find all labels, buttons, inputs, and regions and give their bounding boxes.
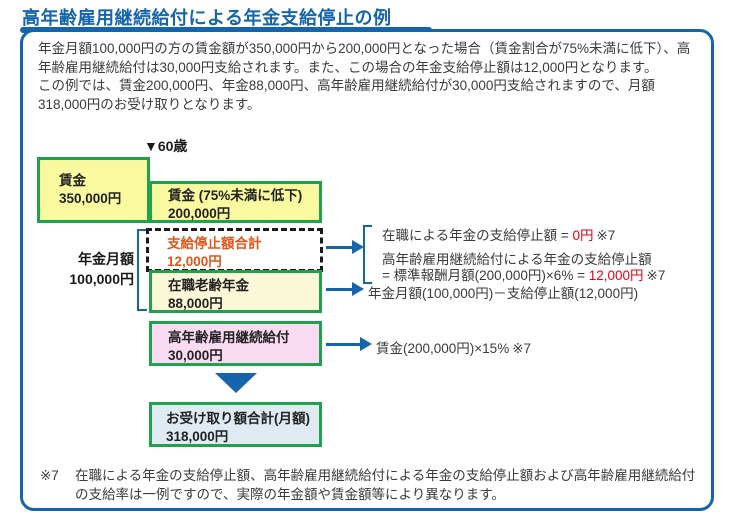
down-arrow-icon <box>215 373 257 393</box>
right-arrow-icon-working-pension <box>352 282 364 296</box>
annotation-benefit-suspension-line1: 高年齢雇用継続給付による年金の支給停止額 <box>382 252 652 267</box>
footnote: ※7 在職による年金の支給停止額、高年齢雇用継続給付による年金の支給停止額および… <box>40 467 700 504</box>
footnote-text: 在職による年金の支給停止額、高年齢雇用継続給付による年金の支給停止額および高年齢… <box>75 468 696 502</box>
right-arrow-icon-benefit <box>360 337 372 351</box>
footnote-ref-2: ※7 <box>646 268 666 283</box>
annotation-benefit-suspension-formula: = 標準報酬月額(200,000円)×6% = <box>382 268 589 283</box>
annotation-working-pension-calc: 年金月額(100,000円)－支給停止額(12,000円) <box>368 286 639 301</box>
age-60-marker: ▼60歳 <box>144 138 188 154</box>
continuation-benefit-box: 高年齢雇用継続給付 30,000円 <box>149 321 322 366</box>
annotation-benefit-calc: 賃金(200,000円)×15%※7 <box>376 337 531 357</box>
suspension-total-box: 支給停止額合計 12,000円 <box>146 228 323 272</box>
wage-after-box: 賃金 (75%未満に低下) 200,000円 <box>149 181 322 223</box>
annotation-working-suspension: 在職による年金の支給停止額 = 0円※7 <box>382 224 615 244</box>
right-arrow-icon-suspension <box>352 240 364 254</box>
arrow-line-suspension <box>326 246 354 249</box>
working-pension-box: 在職老齢年金 88,000円 <box>149 270 322 313</box>
wage-after-label: 賃金 (75%未満に低下) <box>168 188 303 203</box>
wage-before-amount: 350,000円 <box>59 191 122 206</box>
annotation-bracket <box>363 225 372 284</box>
arrow-line-working-pension <box>326 288 354 291</box>
intro-text: 年金月額100,000円の方の賃金額が350,000円から200,000円となっ… <box>38 40 702 114</box>
footnote-marker: ※7 <box>40 468 59 483</box>
footnote-ref-1: ※7 <box>596 228 616 243</box>
page-title: 高年齢雇用継続給付による年金支給停止の例 <box>22 8 392 28</box>
annotation-benefit-suspension-line2: = 標準報酬月額(200,000円)×6% = 12,000円※7 <box>382 264 665 284</box>
continuation-benefit-amount: 30,000円 <box>168 348 223 363</box>
wage-after-amount: 200,000円 <box>168 206 231 221</box>
content-frame <box>20 29 714 511</box>
pension-bracket <box>137 229 147 311</box>
pension-monthly-amount: 100,000円 <box>69 270 134 287</box>
annotation-working-suspension-value: 0円 <box>572 228 594 243</box>
working-pension-label: 在職老齢年金 <box>168 278 249 293</box>
annotation-working-suspension-text: 在職による年金の支給停止額 = <box>382 228 573 243</box>
pension-monthly-label-text: 年金月額 <box>78 251 134 267</box>
total-receive-amount: 318,000円 <box>166 429 229 444</box>
wage-before-box: 賃金 350,000円 <box>37 157 150 223</box>
total-receive-label: お受け取り額合計(月額) <box>166 411 310 426</box>
suspension-total-amount: 12,000円 <box>167 254 222 269</box>
annotation-benefit-calc-formula: 賃金(200,000円)×15% <box>376 341 510 356</box>
footnote-ref-3: ※7 <box>512 341 532 356</box>
working-pension-amount: 88,000円 <box>168 296 223 311</box>
total-receive-box: お受け取り額合計(月額) 318,000円 <box>149 402 322 447</box>
pension-monthly-label: 年金月額 100,000円 <box>48 250 134 289</box>
continuation-benefit-label: 高年齢雇用継続給付 <box>168 330 290 345</box>
arrow-line-benefit <box>326 343 362 346</box>
intro-paragraph-2: この例では、賃金200,000円、年金88,000円、高年齢雇用継続給付が30,… <box>38 78 655 112</box>
wage-before-label: 賃金 <box>59 173 86 188</box>
intro-paragraph-1: 年金月額100,000円の方の賃金額が350,000円から200,000円となっ… <box>38 41 691 75</box>
annotation-benefit-suspension-value: 12,000円 <box>588 268 644 283</box>
suspension-total-label: 支給停止額合計 <box>167 236 262 251</box>
